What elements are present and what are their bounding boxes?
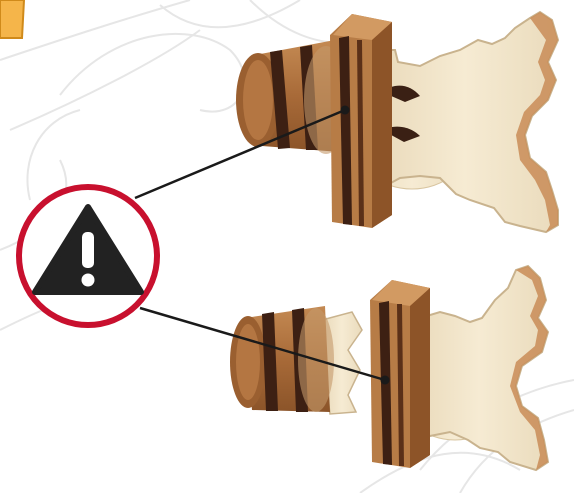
leader-dot-bottom [381,376,390,385]
warning-callout [19,187,157,325]
bottom-ivory-plate [410,266,548,470]
leader-dot-top [341,106,350,115]
top-assembly [236,12,558,232]
top-front-plate [330,14,392,228]
bottom-front-plate [370,280,430,468]
top-ivory-plate [372,12,558,232]
warning-triangle-icon [0,0,24,38]
bottom-knob [230,306,334,412]
bottom-assembly [230,266,548,470]
